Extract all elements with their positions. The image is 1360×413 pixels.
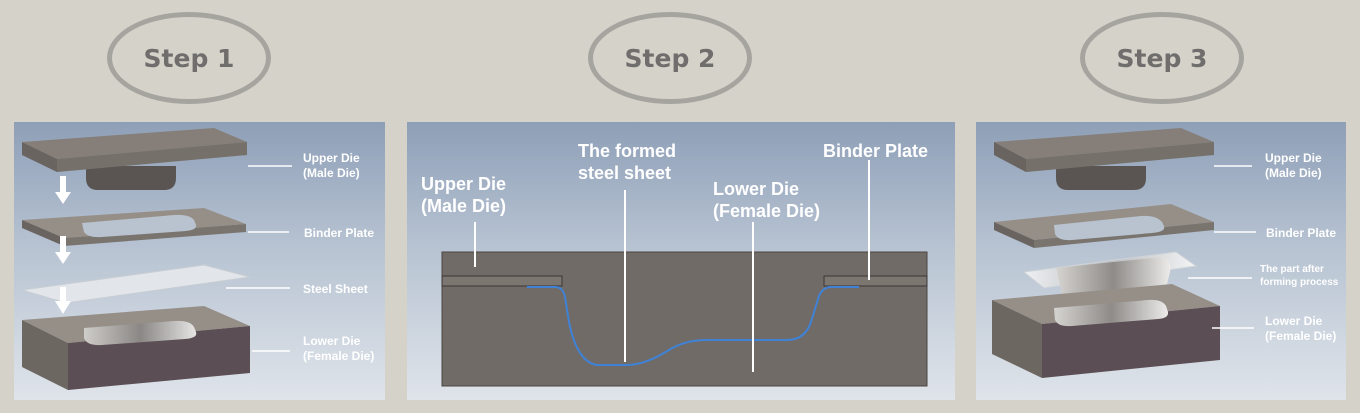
formed-sheet-profile [527,286,859,366]
step-2-label: Step 2 [624,43,716,73]
binder-slot-right [823,275,928,287]
p2-upper-die-label: Upper Die (Male Die) [421,174,507,216]
step-3-label: Step 3 [1116,43,1208,73]
step-3-badge: Step 3 [1080,12,1244,104]
p1-upper-die-label: Upper Die (Male Die) [303,151,360,180]
step-1-label: Step 1 [143,43,235,73]
die-block-section [441,251,928,387]
step-1-badge: Step 1 [107,12,271,104]
lower-die-3d [22,306,250,390]
p1-lower-die-label: Lower Die (Female Die) [303,334,375,363]
upper-die-3d [22,128,247,190]
step-3-leader-lines [1188,165,1256,329]
steel-sheet-3d [21,264,251,304]
step-2-cross-section [441,160,928,387]
step-3-panel: Upper Die (Male Die) Binder Plate The pa… [976,122,1346,400]
p3-part-label: The part after forming process [1260,264,1339,288]
p3-upper-die-label: Upper Die (Male Die) [1265,151,1322,180]
arrow-down-icons [55,176,71,314]
step-2-panel: Upper Die (Male Die) The formed steel sh… [407,122,955,400]
step-3-illustration [992,128,1256,378]
p2-binder-plate-label: Binder Plate [823,141,929,161]
lower-die-3d [992,284,1220,378]
p1-binder-plate-label: Binder Plate [304,226,375,240]
p2-formed-sheet-label: The formed steel sheet [578,141,677,183]
step-2-leader-lines [474,160,870,372]
p3-binder-plate-label: Binder Plate [1266,226,1337,240]
p3-lower-die-label: Lower Die (Female Die) [1265,314,1337,343]
step-1-panel: Upper Die (Male Die) Binder Plate Steel … [14,122,385,400]
binder-slot-left [441,275,563,287]
binder-plate-3d [22,208,246,246]
step-2-badge: Step 2 [588,12,752,104]
step-1-leader-lines [226,165,292,352]
binder-plate-3d [994,204,1214,248]
p2-lower-die-label: Lower Die (Female Die) [713,179,821,221]
step-1-illustration [21,128,292,390]
p1-steel-sheet-label: Steel Sheet [303,282,368,296]
upper-die-3d [994,128,1214,190]
